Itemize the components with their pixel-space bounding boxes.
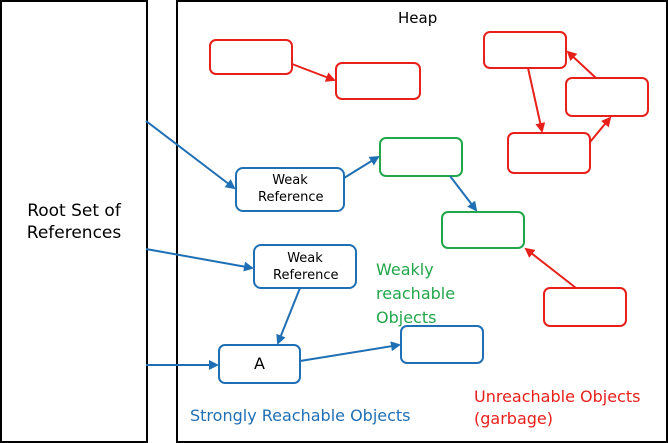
- arrow-unreachable-1-to-2: [291, 63, 336, 82]
- root-set-label: Root Set of References: [26, 201, 122, 243]
- object-a-label: A: [254, 354, 265, 373]
- arrow-unreachable-3-to-5: [527, 67, 546, 133]
- arrow-weak-reference-1-to-weak-object: [343, 155, 380, 179]
- arrow-root-to-weak-reference-1: [145, 120, 236, 190]
- root-set-panel: [0, 0, 148, 443]
- strongly-reachable-label: Strongly Reachable Objects: [190, 406, 411, 425]
- unreachable-object-1: [209, 39, 293, 75]
- weakly-reachable-object-2: [441, 211, 525, 249]
- unreachable-object-5: [507, 132, 591, 174]
- unreachable-object-2: [335, 62, 421, 100]
- weak-reference-2-label: Weak Reference: [273, 251, 339, 283]
- unreachable-label: Unreachable Objects (garbage): [474, 387, 641, 428]
- arrow-object-a-to-strong-object: [299, 341, 401, 362]
- strongly-reachable-object: [400, 325, 484, 364]
- weak-reference-box-2: [253, 244, 357, 289]
- arrow-unreachable-4-to-3: [566, 50, 597, 79]
- unreachable-object-3: [483, 31, 567, 69]
- arrow-root-to-weak-reference-2: [145, 248, 254, 272]
- weak-reference-box-1: [235, 167, 345, 212]
- arrow-weak-object-to-weak-object: [449, 175, 478, 212]
- unreachable-object-4: [565, 77, 649, 117]
- heap-title: Heap: [398, 9, 438, 27]
- weakly-reachable-label: Weakly reachable Objects: [376, 260, 456, 327]
- arrow-unreachable-5-to-4: [589, 116, 612, 143]
- object-a-box: [218, 344, 301, 384]
- unreachable-object-6: [543, 287, 627, 327]
- weak-reference-1-label: Weak Reference: [258, 173, 324, 205]
- arrow-unreachable-6-to-weak-object: [524, 247, 577, 289]
- arrow-weak-reference-2-to-object-a: [276, 287, 301, 345]
- weakly-reachable-object-1: [379, 137, 463, 177]
